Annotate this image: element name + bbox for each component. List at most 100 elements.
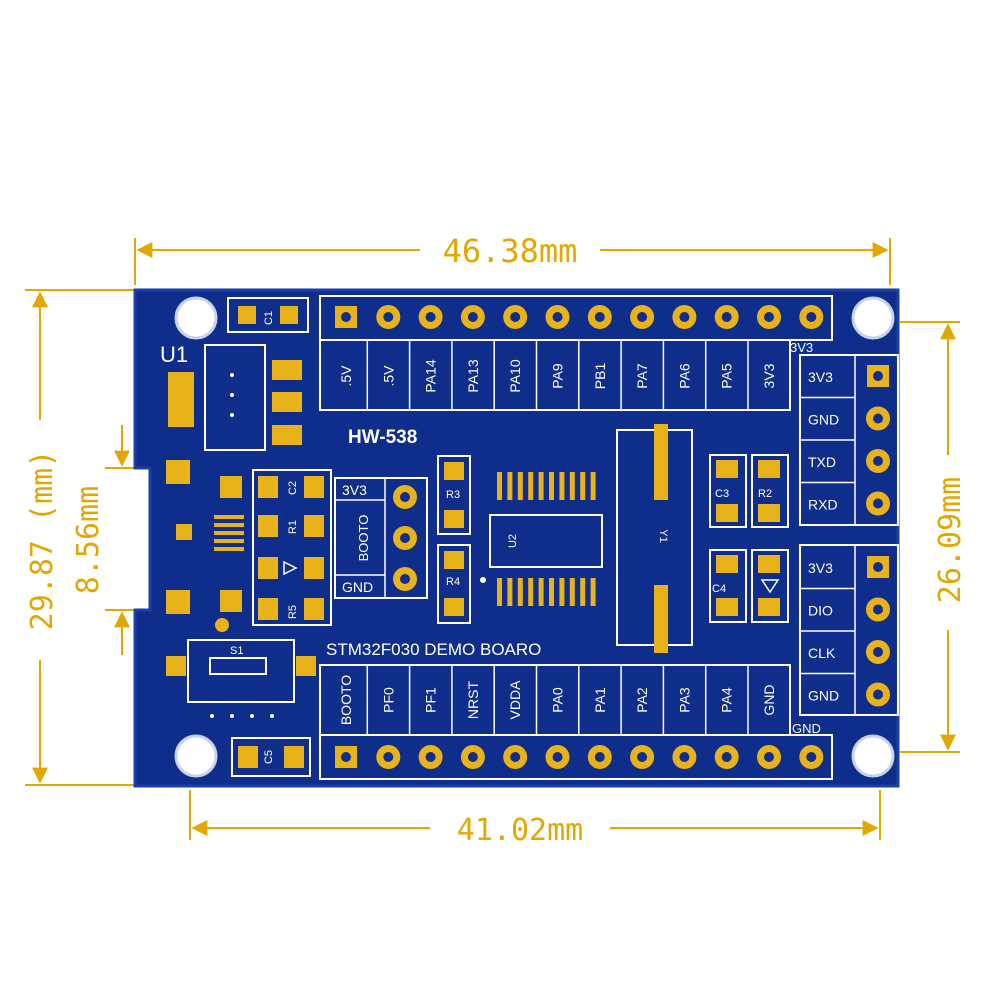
pin-hole (467, 752, 478, 762)
swd-label-3: GND (808, 688, 839, 704)
uart-label-2: TXD (808, 454, 836, 470)
pin-hole (764, 752, 774, 762)
bottom-header-label-7: PA2 (634, 687, 650, 713)
top-header-label-2: PA14 (423, 359, 439, 392)
pin-hole (873, 647, 883, 657)
pin-hole (873, 371, 883, 381)
svg-text:C2: C2 (287, 481, 299, 495)
y1-crystal: Y1 (616, 424, 693, 653)
top-label-box (319, 339, 791, 411)
bottom-header-label-4: VDDA (507, 680, 523, 720)
boot-label-3v3: 3V3 (342, 482, 367, 498)
led-icon (760, 579, 780, 594)
c1-capacitor: C1 (227, 297, 309, 333)
mounting-hole (174, 296, 218, 340)
pin-hole (806, 752, 817, 762)
svg-text:S1: S1 (230, 645, 243, 657)
c3-r2-c4-led: C3 R2 C4 (709, 454, 789, 623)
right-height-label: 26.09mm (933, 477, 968, 603)
pin-hole (552, 312, 563, 322)
svg-text:U1: U1 (160, 342, 188, 367)
bottom-header-label-1: PF0 (380, 687, 396, 713)
ic-pad (528, 578, 534, 606)
pin-hole (806, 312, 817, 322)
usb-connector-pads (166, 460, 244, 632)
boot-jumper: 3V3 BOOTO GND (334, 477, 428, 599)
bottom-header-outline (319, 734, 833, 780)
left-inner-label: 8.56mm (71, 486, 106, 594)
pin-hole (873, 498, 883, 509)
bottom-header-label-5: PA0 (550, 687, 566, 713)
ic-pad (517, 578, 523, 606)
top-header-label-0: .5V (338, 365, 354, 387)
bottom-header-label-10: GND (761, 684, 777, 715)
top-header-label-8: PA6 (676, 363, 692, 389)
svg-text:R5: R5 (287, 605, 299, 619)
ic-pad (538, 578, 544, 606)
ic-pad (559, 578, 565, 606)
pin-hole (510, 752, 521, 762)
ic-pad (497, 472, 502, 500)
c5-capacitor: C5 (231, 737, 311, 777)
mounting-hole (174, 734, 218, 778)
ic-pad (549, 472, 554, 500)
ic-pad (497, 578, 502, 606)
pin-hole (341, 312, 351, 322)
top-header-label-1: .5V (380, 365, 396, 387)
c2-r1-d-r5-column: C2 R1 R5 (252, 469, 332, 626)
ic-pad (569, 472, 575, 500)
uart-label-0: 3V3 (808, 369, 833, 385)
pin-hole (637, 752, 648, 762)
top-header-label-10: 3V3 (761, 363, 777, 388)
svg-text:C5: C5 (263, 750, 275, 764)
svg-text:Y1: Y1 (657, 529, 669, 542)
ic-pad (569, 578, 575, 606)
pin-hole (764, 312, 774, 322)
pin-hole (721, 312, 732, 322)
pin-hole (873, 689, 883, 700)
ic-pad (559, 472, 565, 500)
uart-label-1: GND (808, 412, 839, 428)
pin-hole (873, 456, 883, 466)
swd-label-2: CLK (808, 645, 836, 661)
board-title-label: STM32F030 DEMO BOARO (326, 640, 541, 659)
ic-pad (549, 578, 554, 606)
pin-hole (637, 312, 648, 322)
ic-pad (590, 472, 596, 500)
pin-hole (510, 312, 521, 322)
svg-text:R4: R4 (446, 576, 460, 588)
top-width-label: 46.38mm (443, 232, 578, 270)
s1-switch: S1 (166, 639, 316, 718)
ic-pad (507, 578, 513, 606)
swd-header-outline (799, 544, 899, 716)
ic-pad (590, 578, 596, 606)
bottom-header-label-9: PA4 (719, 687, 735, 713)
top-header-pins (335, 305, 824, 329)
svg-text:C3: C3 (715, 488, 729, 500)
swd-label-0: 3V3 (808, 560, 833, 576)
boot-label-gnd: GND (342, 579, 373, 595)
pin-hole (383, 312, 394, 322)
pin-hole (873, 413, 883, 424)
board-model-label: HW-538 (348, 427, 417, 448)
svg-text:R2: R2 (758, 488, 772, 500)
bottom-header-label-8: PA3 (676, 687, 692, 713)
mounting-holes (174, 296, 895, 778)
pin-hole (552, 752, 563, 762)
top-header-label-7: PA7 (634, 363, 650, 389)
pin-hole (341, 752, 351, 762)
mounting-hole (851, 734, 895, 778)
top-header-label-3: PA13 (465, 359, 481, 392)
ic-pad (538, 472, 544, 500)
pin-hole (873, 604, 883, 615)
ic-pad (580, 472, 586, 500)
bottom-header-label-6: PA1 (592, 687, 608, 713)
boot-label-boot0: BOOTO (356, 515, 371, 562)
ic-pad (580, 578, 586, 606)
top-header-label-5: PA9 (550, 363, 566, 389)
